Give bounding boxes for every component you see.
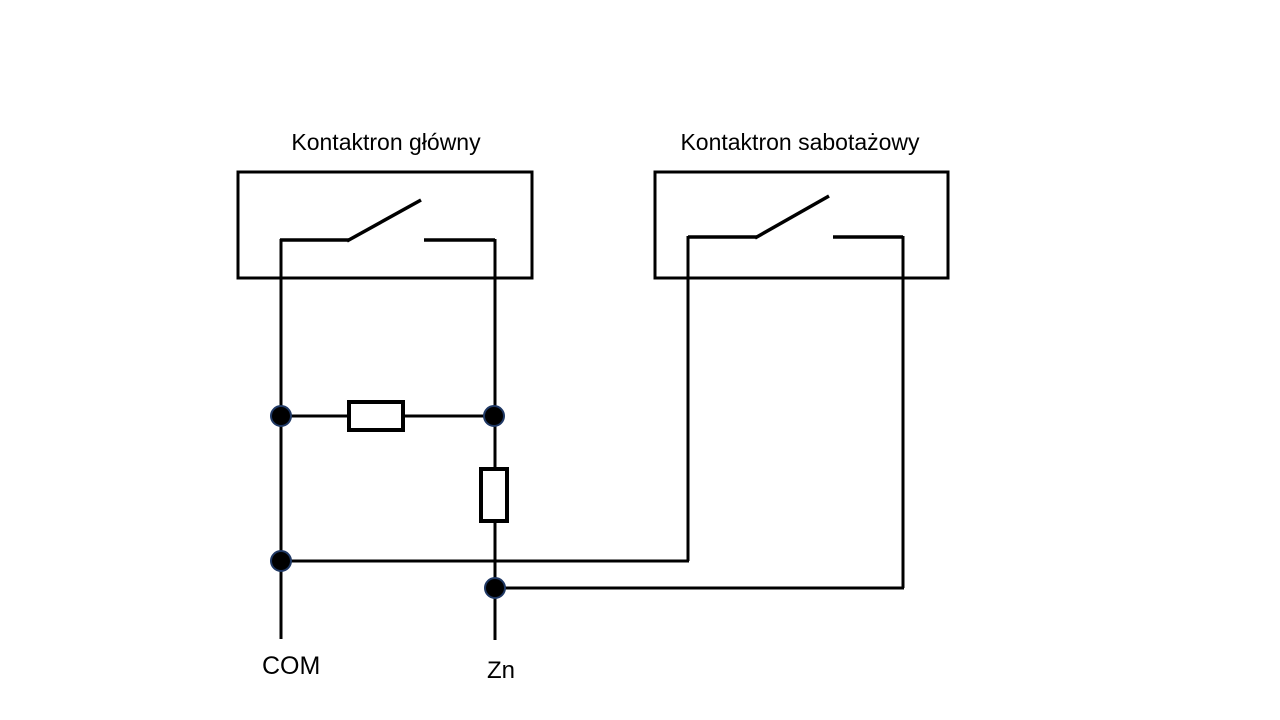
kontaktron-glowny-box: [236, 170, 534, 280]
junction-dot-zn: [484, 577, 506, 599]
kontaktron-glowny-title: Kontaktron główny: [291, 129, 481, 155]
kontaktron-sabotazowy-title: Kontaktron sabotażowy: [680, 129, 920, 155]
resistor-parallel-horizontal: [347, 400, 405, 432]
resistor-series-vertical: [479, 467, 509, 523]
com-terminal-label: COM: [262, 652, 320, 680]
switch1-blade: [346, 198, 422, 243]
junction-dot-resistor-right: [483, 405, 505, 427]
junction-dot-com: [270, 550, 292, 572]
junction-dot-resistor-left: [270, 405, 292, 427]
switch2-blade: [754, 194, 830, 240]
zn-terminal-label: Zn: [487, 657, 515, 684]
kontaktron-sabotazowy-box: [653, 170, 950, 280]
